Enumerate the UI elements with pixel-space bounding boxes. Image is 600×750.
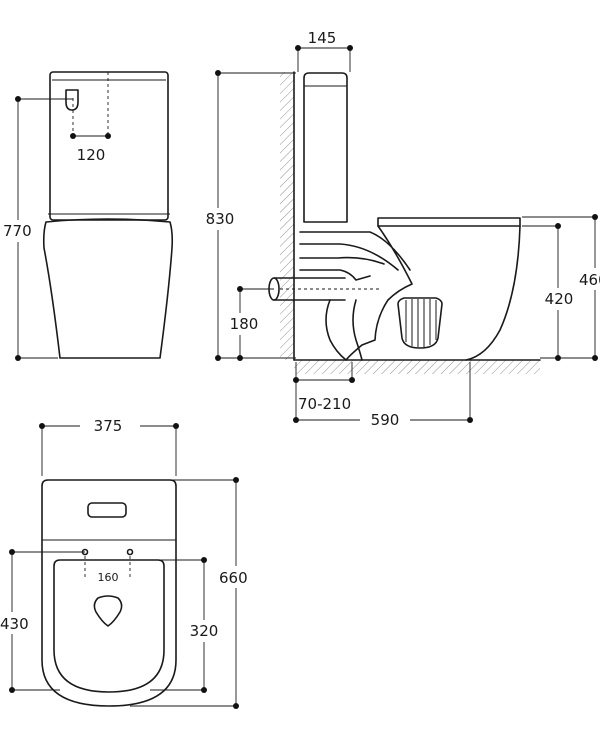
front-view: 120 770 — [0, 71, 174, 361]
top-width-label: 375 — [94, 417, 123, 435]
side-outlet-height-label: 180 — [230, 315, 259, 333]
front-hole-spacing-label: 120 — [77, 146, 106, 164]
side-bowl — [299, 225, 521, 361]
side-view: 145 830 180 420 460 — [200, 29, 600, 429]
top-flush-button — [87, 502, 127, 518]
front-height-label: 770 — [3, 222, 32, 240]
top-bowl-length-label: 320 — [190, 622, 219, 640]
top-bowl-opening — [93, 595, 123, 627]
top-hole-spacing-label: 160 — [98, 571, 119, 584]
side-bowl-height-label: 460 — [579, 271, 600, 289]
side-height-label: 830 — [206, 210, 235, 228]
top-body — [41, 479, 177, 707]
side-seat — [377, 217, 521, 227]
side-seat-height-label: 420 — [545, 290, 574, 308]
front-flush-button — [65, 89, 79, 111]
side-cistern — [303, 72, 348, 223]
side-outlet-offset-label: 70-210 — [298, 395, 351, 413]
side-depth-label: 590 — [371, 411, 400, 429]
front-cistern — [49, 71, 169, 221]
top-seat-length-label: 430 — [0, 615, 29, 633]
side-bowl-water — [397, 297, 443, 349]
top-view: 375 160 660 320 — [0, 417, 256, 709]
front-bowl — [42, 218, 174, 359]
top-seat — [53, 559, 165, 693]
side-tank-depth-label: 145 — [308, 29, 337, 47]
top-length-label: 660 — [219, 569, 248, 587]
